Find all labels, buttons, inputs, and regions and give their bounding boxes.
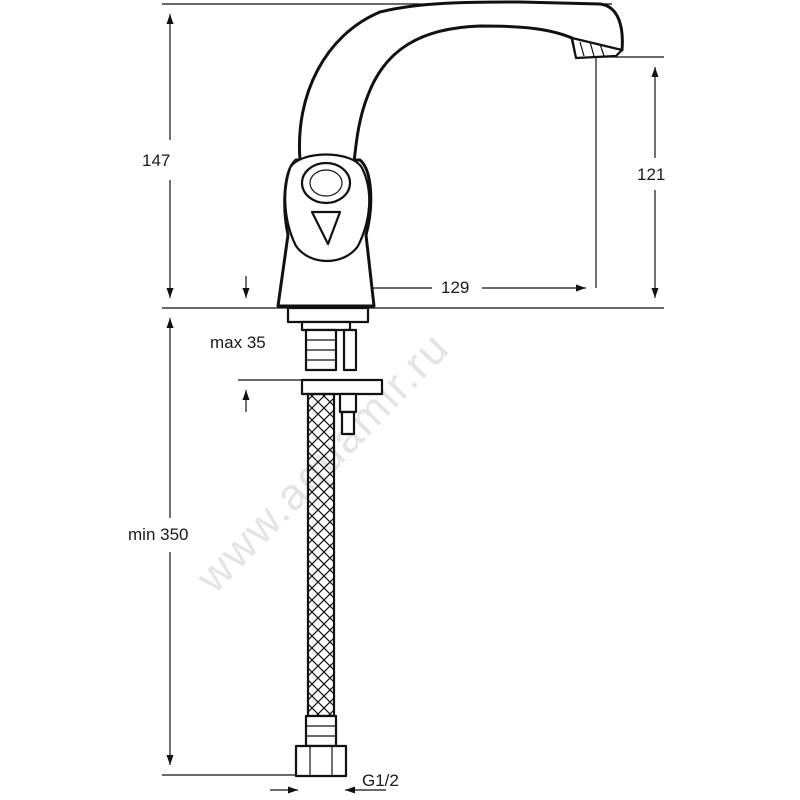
hose-end-fitting [294, 714, 348, 778]
braided-hose [306, 392, 336, 718]
dim-max-thickness: max 35 [210, 333, 266, 352]
faucet-body [276, 153, 376, 308]
dimension-thread: G1/2 [270, 771, 399, 794]
dim-min-hose-length: min 350 [128, 525, 188, 544]
dim-spout-reach: 129 [441, 278, 469, 297]
faucet-spout [297, 0, 624, 164]
dimension-147: 147 [142, 13, 174, 298]
mounting-bracket [300, 378, 384, 436]
dimension-min-350: min 350 [128, 318, 188, 765]
dimension-max-35: max 35 [210, 276, 266, 412]
dim-total-height: 147 [142, 151, 170, 170]
threaded-shank [304, 328, 358, 372]
mounting-flange [286, 306, 370, 332]
dimension-121: 121 [637, 67, 665, 298]
dim-spout-height: 121 [637, 165, 665, 184]
dim-thread-size: G1/2 [362, 771, 399, 790]
